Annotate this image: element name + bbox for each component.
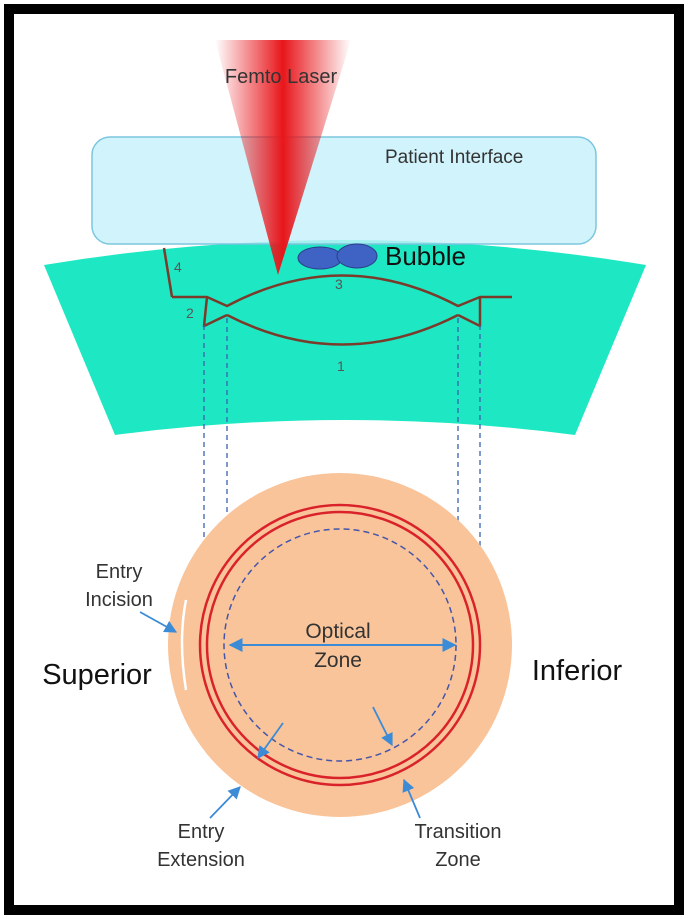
entry-incision-label-line2: Incision [85,589,153,611]
number-1: 1 [337,358,345,374]
number-3: 3 [335,276,343,292]
laser-beam [215,40,351,275]
entry-incision-arrow [139,611,178,633]
cap-ring-outer [198,503,482,787]
entry-incision-cut [162,247,174,298]
transition-zone-arrow [402,778,421,819]
pointer-arrows [139,611,421,819]
incision-lines [162,247,512,346]
entry-extension-arrow [209,786,241,819]
bubble-left [297,246,343,270]
transition-zone-label-line2: Zone [435,849,481,871]
optical-zone-label-line2: Zone [314,649,362,672]
cap-cut [172,274,512,308]
patient-interface [91,136,597,245]
patient-interface-label: Patient Interface [385,147,523,168]
entry-extension-label-line1: Entry [178,821,225,843]
inferior-label: Inferior [532,655,623,687]
entry-incision-arc [180,599,188,691]
entry-extension-label-line2: Extension [157,849,245,871]
inner-arrow-left [257,722,284,760]
lenticule-bottom-cut [226,313,459,346]
entry-incision-label-line1: Entry [96,561,143,583]
superior-label: Superior [42,659,152,691]
bubble-label: Bubble [385,241,466,271]
bubble [297,243,378,270]
number-2: 2 [186,305,194,321]
transition-zone-label-line1: Transition [414,821,501,843]
inner-arrow-right [372,706,393,747]
laser-label: Femto Laser [225,66,338,88]
optical-zone-label-line1: Optical [305,620,370,643]
cornea-section [44,240,646,435]
number-4: 4 [174,259,182,275]
cap-ring-inner [205,510,475,780]
bubble-right [336,243,378,269]
